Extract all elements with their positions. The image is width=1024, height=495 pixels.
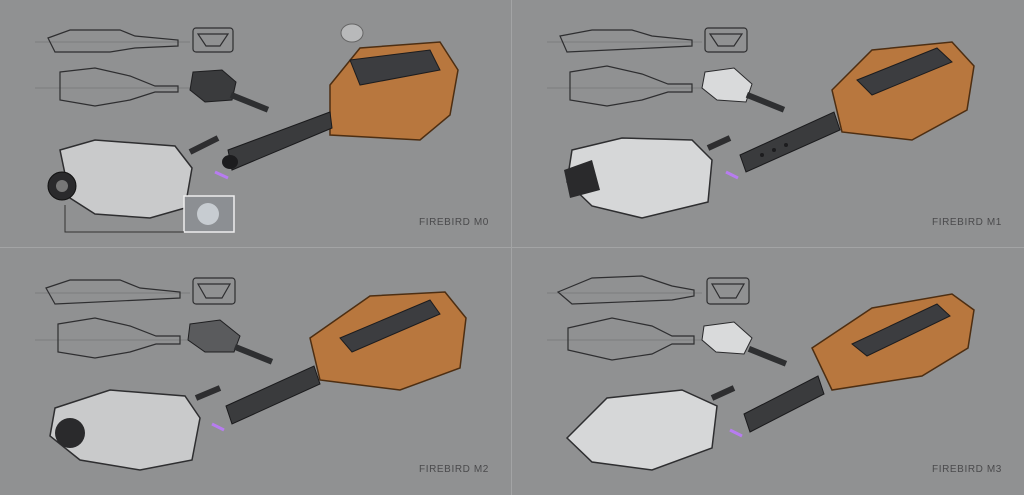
m2-copper-render	[211, 291, 467, 432]
m3-blueprint-sketches	[547, 275, 750, 361]
m3-small-render	[701, 321, 788, 367]
m2-blueprint-sketches	[35, 277, 236, 359]
m2-artwork	[35, 277, 467, 471]
m0-artwork	[35, 23, 459, 233]
m0-blueprint-sketches	[35, 27, 234, 107]
panel-divider-horizontal	[0, 247, 1024, 248]
m0-small-render	[189, 69, 270, 113]
m1-copper-render	[725, 41, 975, 180]
panel-firebird-m3: FIREBIRD M3	[512, 248, 1023, 495]
m3-line-drawing	[565, 385, 736, 471]
panel-firebird-m2: FIREBIRD M2	[0, 248, 511, 495]
m3-copper-render	[729, 293, 975, 438]
m2-line-drawing	[49, 385, 222, 471]
m0-line-drawing	[47, 135, 235, 233]
m1-small-render	[701, 67, 786, 113]
m3-artwork	[547, 275, 975, 471]
panel-firebird-m1: FIREBIRD M1	[512, 0, 1023, 247]
m1-line-drawing	[564, 135, 732, 219]
m1-blueprint-sketches	[547, 27, 748, 107]
m1-artwork	[547, 27, 975, 219]
panel-firebird-m0: FIREBIRD M0	[0, 0, 511, 247]
m2-small-render	[187, 319, 274, 365]
panel-caption: FIREBIRD M0	[419, 217, 489, 228]
panel-caption: FIREBIRD M1	[932, 217, 1002, 228]
m0-copper-render	[214, 23, 459, 180]
panel-caption: FIREBIRD M2	[419, 464, 489, 475]
panel-caption: FIREBIRD M3	[932, 464, 1002, 475]
